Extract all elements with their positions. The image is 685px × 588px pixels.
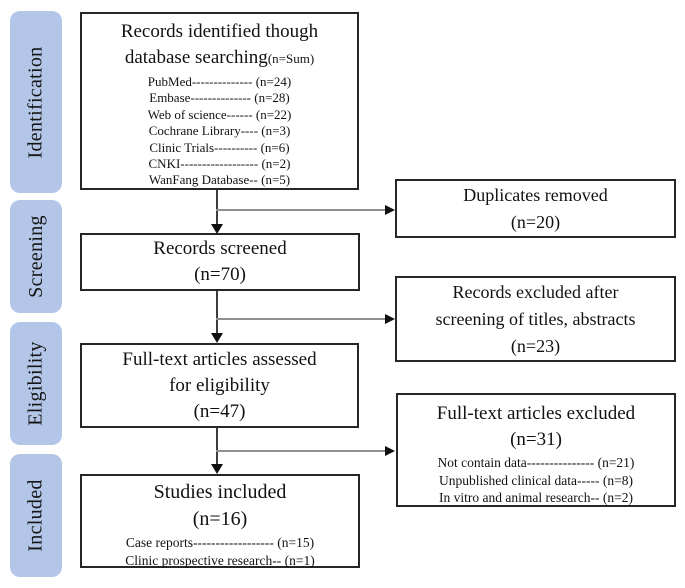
database-count-line: Clinic Trials---------- (n=6) (149, 139, 290, 155)
fulltext-excluded-line: Unpublished clinical data----- (n=8) (439, 472, 633, 488)
included-study-line: Case reports------------------ (n=15) (125, 535, 315, 550)
connector-eligibility-to-included (216, 428, 218, 465)
stage-screening: Screening (10, 200, 62, 313)
records-excluded-title-line1: Records excluded after (452, 281, 619, 302)
box-fulltext-excluded: Full-text articles excluded (n=31) Not c… (396, 393, 676, 507)
included-study-list: Case reports------------------ (n=15) Cli… (82, 534, 358, 569)
fulltext-assessed-title-line2: for eligibility (169, 374, 270, 396)
connector-to-fulltext-excluded (216, 450, 386, 452)
duplicates-removed-count: (n=20) (510, 211, 561, 232)
stage-identification-label: Identification (24, 46, 47, 158)
arrowhead-down-icon (211, 333, 223, 343)
duplicates-removed-title: Duplicates removed (463, 184, 608, 205)
records-screened-count: (n=70) (194, 264, 246, 285)
records-identified-title: Records identified though database searc… (82, 19, 357, 72)
fulltext-assessed-title-line1: Full-text articles assessed (122, 348, 317, 370)
database-count-line: WanFang Database-- (n=5) (148, 172, 291, 188)
box-records-identified: Records identified though database searc… (80, 12, 359, 190)
included-study-line: Clinic prospective research-- (n=1) (125, 552, 315, 568)
connector-identified-to-screened (216, 190, 218, 226)
connector-to-duplicates (216, 209, 386, 211)
arrowhead-right-icon (385, 314, 395, 324)
fulltext-excluded-count: (n=31) (510, 429, 562, 450)
connector-screened-to-eligibility (216, 291, 218, 334)
box-studies-included: Studies included (n=16) Case reports----… (80, 474, 360, 568)
database-count-line: Cochrane Library---- (n=3) (148, 123, 291, 139)
stage-eligibility-label: Eligibility (24, 341, 47, 426)
records-identified-title-line2: database searching(n=Sum) (124, 47, 315, 68)
box-records-excluded: Records excluded after screening of titl… (395, 276, 676, 362)
studies-included-title: Studies included (153, 481, 287, 503)
stage-screening-label: Screening (24, 215, 47, 298)
fulltext-assessed-count: (n=47) (193, 400, 246, 422)
arrowhead-down-icon (211, 224, 223, 234)
box-fulltext-assessed: Full-text articles assessed for eligibil… (80, 343, 359, 428)
fulltext-excluded-line: In vitro and animal research-- (n=2) (439, 490, 633, 505)
fulltext-excluded-line: Not contain data--------------- (n=21) (437, 455, 635, 470)
database-count-line: CNKI------------------ (n=2) (148, 156, 291, 172)
fulltext-excluded-title: Full-text articles excluded (436, 403, 636, 424)
arrowhead-down-icon (211, 464, 223, 474)
box-records-screened: Records screened (n=70) (80, 233, 360, 291)
box-duplicates-removed: Duplicates removed (n=20) (395, 179, 676, 238)
arrowhead-right-icon (385, 446, 395, 456)
database-count-line: Embase-------------- (n=28) (149, 90, 290, 106)
stage-eligibility: Eligibility (10, 322, 62, 445)
records-screened-title: Records screened (153, 238, 287, 259)
stage-included: Included (10, 454, 62, 577)
connector-to-records-excluded (216, 318, 386, 320)
records-identified-title-line1: Records identified though (120, 21, 319, 42)
studies-included-count: (n=16) (192, 508, 248, 530)
database-count-line: Web of science------ (n=22) (147, 106, 292, 122)
stage-included-label: Included (24, 479, 47, 552)
records-excluded-title-line2: screening of titles, abstracts (435, 308, 636, 329)
fulltext-excluded-list: Not contain data--------------- (n=21) Un… (398, 454, 674, 507)
database-count-line: PubMed-------------- (n=24) (147, 74, 292, 89)
records-identified-note: (n=Sum) (267, 51, 315, 66)
records-excluded-count: (n=23) (510, 335, 561, 356)
arrowhead-right-icon (385, 205, 395, 215)
database-count-list: PubMed-------------- (n=24)Embase-------… (82, 74, 357, 189)
stage-identification: Identification (10, 11, 62, 193)
